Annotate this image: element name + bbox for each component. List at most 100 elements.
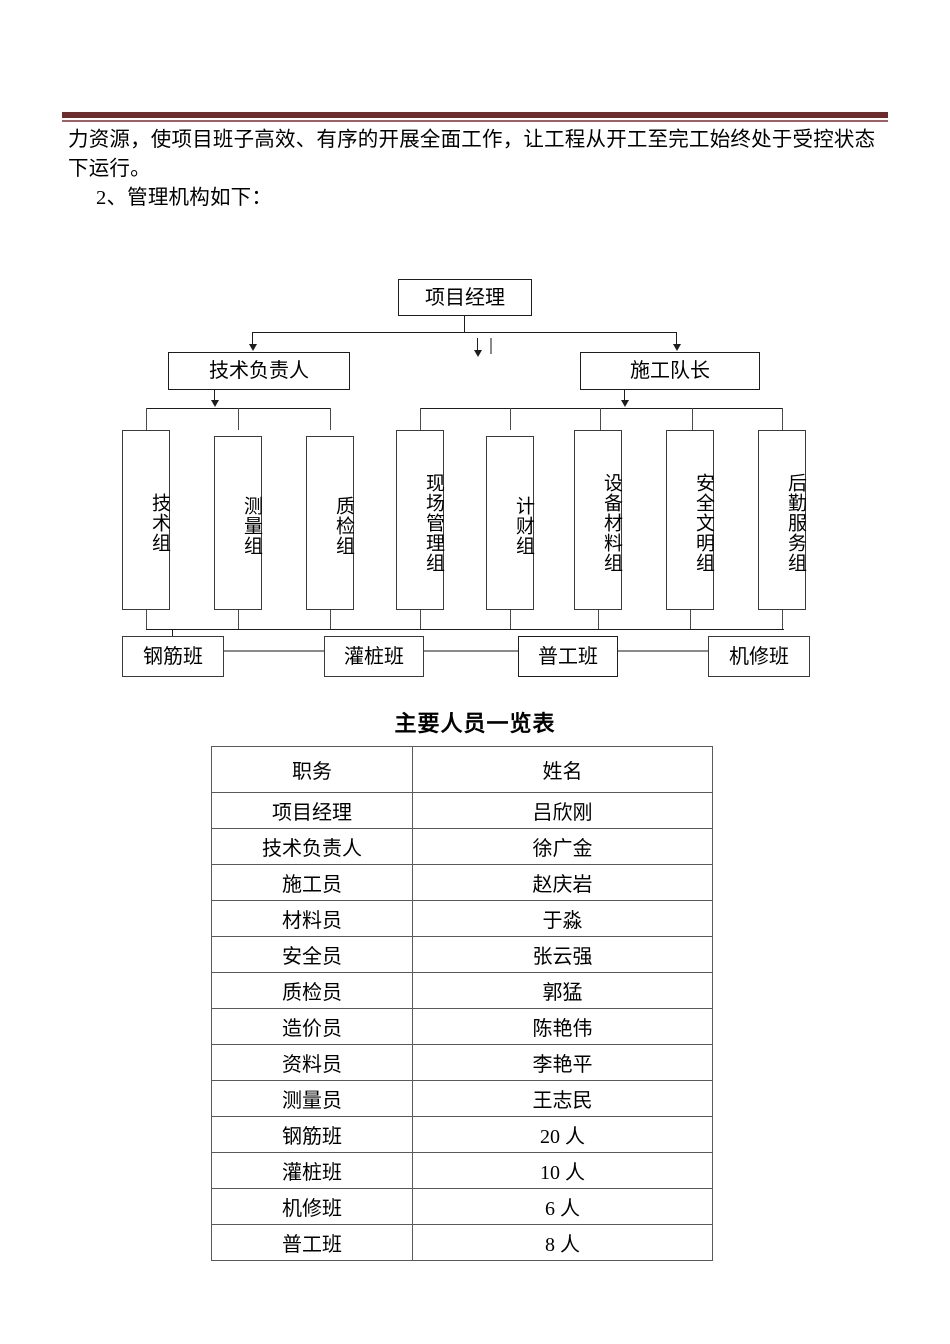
org-node-label: 机修班 <box>729 645 789 668</box>
table-cell-role: 钢筋班 <box>211 1116 413 1153</box>
table-cell-role: 灌桩班 <box>211 1152 413 1189</box>
table-row: 安全员张云强 <box>211 936 713 973</box>
table-cell-name: 陈艳伟 <box>412 1008 713 1045</box>
table-row: 造价员陈艳伟 <box>211 1008 713 1045</box>
table-cell-role: 测量员 <box>211 1080 413 1117</box>
table-cell-role: 材料员 <box>211 900 413 937</box>
org-node-rebar-team: 钢筋班 <box>122 636 224 677</box>
table-cell-name: 赵庆岩 <box>412 864 713 901</box>
org-node-label: 设备材料组 <box>601 473 622 573</box>
table-row: 资料员李艳平 <box>211 1044 713 1081</box>
table-row: 材料员于淼 <box>211 900 713 937</box>
org-node-survey-group: 测量组 <box>214 436 262 610</box>
connector-center-stub-line <box>477 338 479 352</box>
connector-l4-bus <box>172 650 760 652</box>
riser-3 <box>330 610 332 630</box>
riser-2 <box>238 610 240 630</box>
header-rule <box>62 112 888 122</box>
connector-left-drop-2 <box>238 408 240 430</box>
table-row: 项目经理吕欣刚 <box>211 792 713 829</box>
connector-arrow-l2-left <box>211 400 219 407</box>
table-cell-name: 6 人 <box>412 1188 713 1225</box>
riser-5 <box>510 610 512 630</box>
header-rule-thick <box>62 112 888 118</box>
org-node-label: 灌桩班 <box>344 645 404 668</box>
table-cell-name: 于淼 <box>412 900 713 937</box>
org-node-label: 质检组 <box>333 496 354 556</box>
connector-arrow-left <box>249 344 257 351</box>
org-node-logistics-group: 后勤服务组 <box>758 430 806 610</box>
connector-arrow-right <box>673 344 681 351</box>
org-node-finance-group: 计财组 <box>486 436 534 610</box>
table-header-cell: 姓名 <box>412 746 713 793</box>
org-node-quality-group: 质检组 <box>306 436 354 610</box>
table-cell-name: 20 人 <box>412 1116 713 1153</box>
table-cell-name: 8 人 <box>412 1224 713 1261</box>
connector-center-stub-gray <box>490 338 492 354</box>
org-node-label: 后勤服务组 <box>785 473 806 573</box>
table-row: 技术负责人徐广金 <box>211 828 713 865</box>
connector-l2-left-stem <box>214 390 216 402</box>
org-node-label: 计财组 <box>513 496 534 556</box>
org-node-technical-group: 技术组 <box>122 430 170 610</box>
org-node-label: 安全文明组 <box>693 473 714 573</box>
connector-left-drop-1 <box>146 408 148 430</box>
table-cell-name: 10 人 <box>412 1152 713 1189</box>
riser-1 <box>146 610 148 630</box>
connector-l2-right-stem <box>624 390 626 402</box>
organization-chart: 项目经理 技术负责人 施工队长 技术组 测量组 质检组 现场 <box>0 260 950 685</box>
connector-l1-drop-right <box>676 332 678 346</box>
org-node-label: 测量组 <box>241 496 262 556</box>
table-cell-role: 安全员 <box>211 936 413 973</box>
connector-arrow-l2-right <box>621 400 629 407</box>
org-node-label: 普工班 <box>538 645 598 668</box>
org-node-label: 现场管理组 <box>423 473 444 573</box>
connector-collector-bus <box>146 629 784 631</box>
table-cell-role: 施工员 <box>211 864 413 901</box>
table-cell-role: 质检员 <box>211 972 413 1009</box>
org-node-label: 技术组 <box>149 493 170 553</box>
org-node-label: 项目经理 <box>425 286 505 309</box>
org-node-general-labor-team: 普工班 <box>518 636 618 677</box>
riser-4 <box>420 610 422 630</box>
riser-6 <box>598 610 600 630</box>
table-cell-role: 普工班 <box>211 1224 413 1261</box>
connector-l1-bus <box>252 332 676 334</box>
org-node-equipment-material-group: 设备材料组 <box>574 430 622 610</box>
connector-right-drop-4 <box>692 408 694 430</box>
org-node-technical-lead: 技术负责人 <box>168 352 350 390</box>
connector-right-drop-2 <box>510 408 512 430</box>
table-cell-name: 王志民 <box>412 1080 713 1117</box>
org-node-project-manager: 项目经理 <box>398 279 532 316</box>
connector-left-drop-3 <box>330 408 332 430</box>
table-header-cell: 职务 <box>211 746 413 793</box>
org-node-label: 技术负责人 <box>209 360 309 382</box>
table-cell-name: 张云强 <box>412 936 713 973</box>
connector-l1-stem <box>464 316 466 333</box>
table-row: 质检员郭猛 <box>211 972 713 1009</box>
org-node-pile-team: 灌桩班 <box>324 636 424 677</box>
org-node-safety-civilization-group: 安全文明组 <box>666 430 714 610</box>
table-header-row: 职务姓名 <box>211 746 713 793</box>
table-row: 测量员王志民 <box>211 1080 713 1117</box>
table-cell-name: 吕欣刚 <box>412 792 713 829</box>
connector-right-drop-3 <box>600 408 602 430</box>
org-node-label: 施工队长 <box>630 360 710 382</box>
table-cell-name: 徐广金 <box>412 828 713 865</box>
table-title: 主要人员一览表 <box>394 711 556 736</box>
table-cell-role: 项目经理 <box>211 792 413 829</box>
connector-arrow-center <box>474 350 482 357</box>
table-cell-role: 造价员 <box>211 1008 413 1045</box>
org-node-maintenance-team: 机修班 <box>708 636 810 677</box>
org-node-site-management-group: 现场管理组 <box>396 430 444 610</box>
personnel-table: 职务姓名项目经理吕欣刚技术负责人徐广金施工员赵庆岩材料员于淼安全员张云强质检员郭… <box>211 746 713 1261</box>
table-cell-role: 资料员 <box>211 1044 413 1081</box>
connector-right-drop-1 <box>420 408 422 430</box>
body-paragraph-2: 2、管理机构如下： <box>96 187 273 209</box>
body-paragraph-1: 力资源，使项目班子高效、有序的开展全面工作，让工程从开工至完工始终处于受控状态下… <box>68 129 876 180</box>
connector-right-drop-5 <box>782 408 784 430</box>
table-row: 施工员赵庆岩 <box>211 864 713 901</box>
